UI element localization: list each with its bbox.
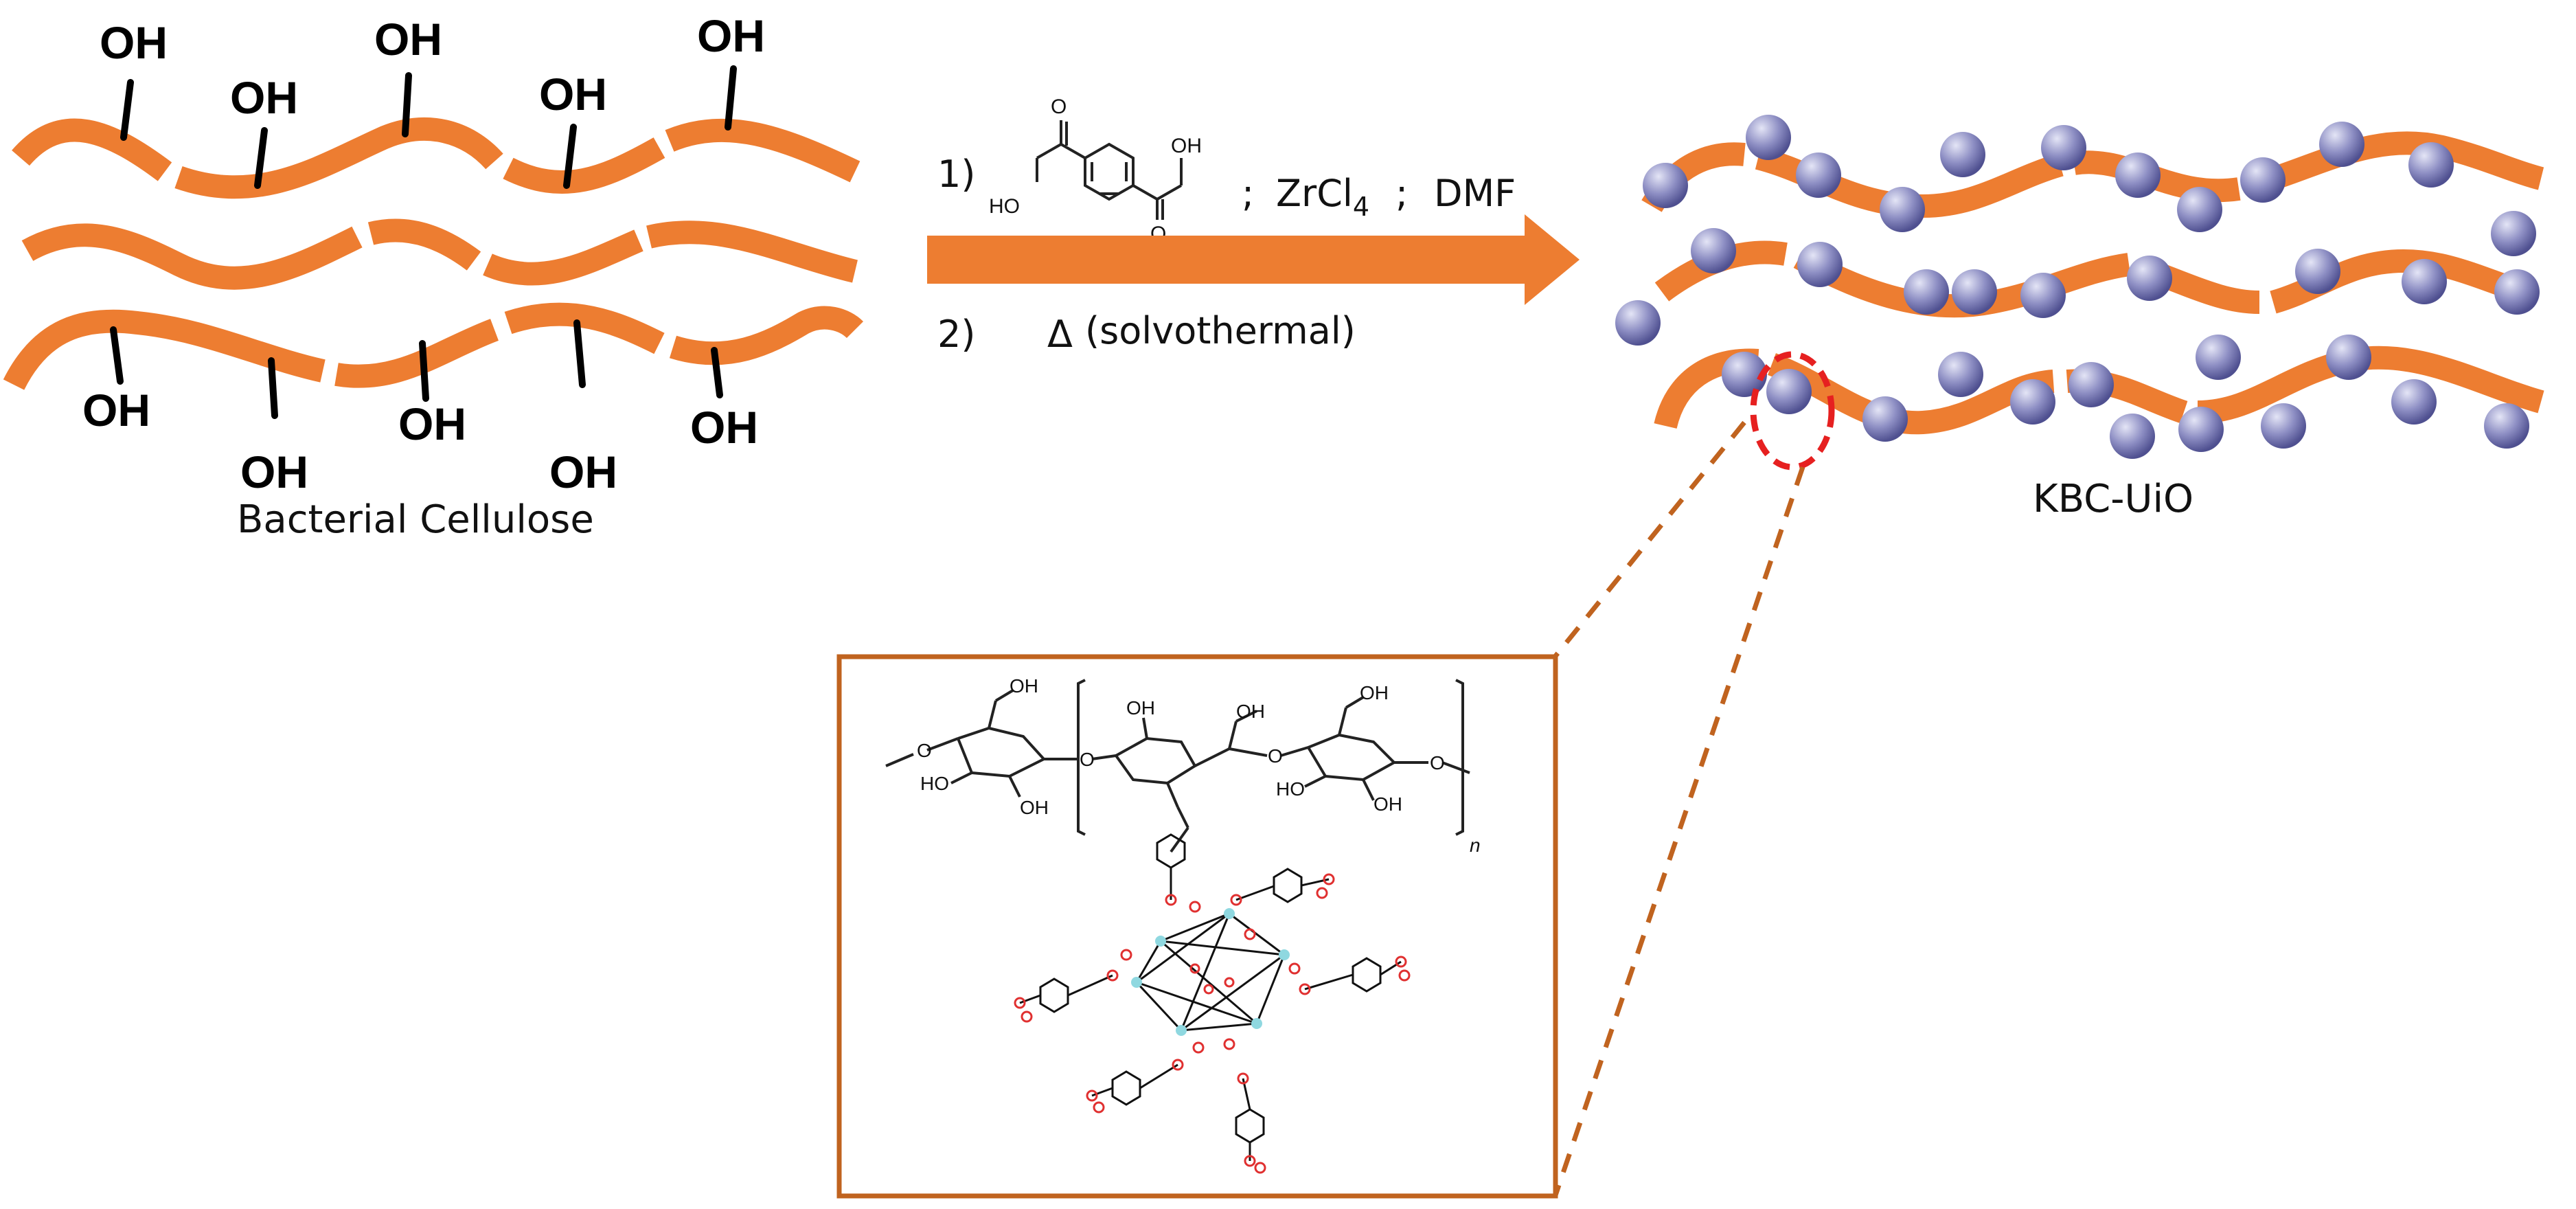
solvent-label: DMF (1434, 172, 1516, 215)
cellulose-fiber-top (12, 117, 860, 199)
glycosidic-oxygen: O (1430, 752, 1445, 773)
zoom-line-right (1553, 466, 1805, 1197)
linker-ring (1273, 868, 1303, 903)
inset-oh-label: OH (1010, 675, 1038, 697)
inset-oh-label: OH (1374, 793, 1402, 815)
solvothermal-condition: (solvothermal) (1085, 309, 1356, 352)
hydroxyl-label: OH (374, 14, 442, 65)
oxygen-atoms (1014, 873, 1411, 1174)
step-1-number: 1) (937, 152, 975, 196)
hydroxyl-label: OH (100, 17, 168, 68)
glycosidic-oxygen: O (917, 740, 932, 761)
hydroxyl-groups-bottom: OH OH OH OH OH (82, 319, 758, 497)
molecular-structure-inset: O OH HO OH O OH OH O OH HO OH O n (836, 654, 1558, 1199)
hydroxyl-groups-top: OH OH OH OH OH (100, 10, 765, 189)
zoom-line-left (1553, 420, 1746, 658)
inset-ho-label: HO (920, 773, 949, 794)
highlight-circle (1750, 351, 1835, 471)
hydroxyl-label: OH (82, 385, 150, 436)
reagent-oh-label: OH (1171, 135, 1202, 157)
glycosidic-oxygen: O (1268, 745, 1283, 767)
kbc-uio-diagram: KBC-UiO (1615, 115, 2544, 521)
cellulose-fiber-middle (21, 218, 858, 290)
separator: ; (1395, 172, 1408, 215)
separator: ; (1242, 172, 1254, 215)
reagent-o-label: O (1051, 95, 1067, 118)
zirconium-salt: ZrCl4 (1276, 172, 1369, 222)
kbc-uio-caption: KBC-UiO (2033, 477, 2193, 521)
cellulose-fiber-bottom (3, 302, 864, 390)
hydroxyl-label: OH (697, 10, 765, 61)
bacterial-cellulose-diagram: OH OH OH OH OH OH OH OH OH OH Bacterial … (3, 10, 864, 542)
cellulose-backbone: O OH HO OH O OH OH O OH HO OH O n (885, 675, 1481, 856)
hydroxyl-label: OH (539, 69, 607, 120)
reagent-ho-label: HO (989, 195, 1020, 218)
hydroxyl-label: OH (398, 398, 466, 449)
linker-ring (1039, 978, 1069, 1013)
step-2-number: 2) (937, 313, 975, 356)
inset-oh-label: OH (1236, 701, 1265, 722)
hydroxyl-label: OH (549, 447, 617, 497)
inset-oh-label: OH (1360, 682, 1389, 703)
uio-66-nanoparticles (1615, 115, 2540, 459)
linker-ring (1111, 1070, 1141, 1106)
bacterial-cellulose-caption: Bacterial Cellulose (237, 497, 594, 542)
reaction-conditions: 1) HO O OH O ; ZrCl4 ; DMF 2) (927, 95, 1580, 356)
repeat-subscript: n (1470, 835, 1481, 856)
terephthalic-acid-structure: HO O OH O (989, 95, 1202, 245)
linker-ring (1352, 957, 1382, 993)
zirconium-nodes (1131, 908, 1290, 1036)
inset-oh-label: OH (1126, 697, 1155, 719)
uio-66-cluster (1019, 833, 1402, 1161)
hydroxyl-label: OH (230, 72, 298, 123)
glycosidic-oxygen: O (1080, 749, 1095, 770)
heat-symbol: Δ (1047, 313, 1073, 356)
inset-oh-label: OH (1020, 797, 1049, 818)
hydroxyl-label: OH (690, 402, 758, 453)
hydroxyl-label: OH (240, 447, 308, 497)
reaction-arrow (927, 214, 1580, 305)
inset-ho-label: HO (1276, 778, 1305, 800)
